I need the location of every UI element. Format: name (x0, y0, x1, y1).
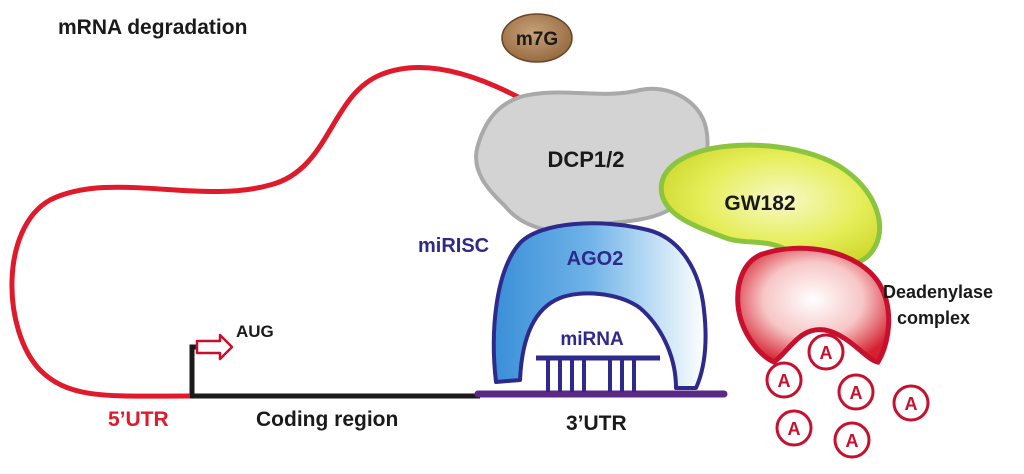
poly-a-bead: A (775, 409, 813, 447)
poly-a-bead: A (807, 333, 845, 371)
mirna-label: miRNA (560, 329, 624, 350)
m7g-label: m7G (516, 29, 558, 50)
deadenylase-label-line1: Deadenylase (883, 282, 993, 302)
aug-label: AUG (236, 322, 274, 341)
poly-a-letter: A (905, 394, 918, 414)
deadenylase-complex (735, 245, 892, 365)
mirna-base-pairs (546, 358, 636, 392)
utr3-label: 3’UTR (566, 412, 627, 435)
poly-a-letter: A (778, 371, 791, 391)
poly-a-bead: A (837, 373, 875, 411)
coding-region-label: Coding region (256, 408, 398, 431)
diagram-title: mRNA degradation (58, 16, 247, 39)
m7g-cap (501, 13, 573, 63)
utr5-label: 5’UTR (108, 408, 169, 431)
dcp-label: DCP1/2 (547, 147, 624, 172)
poly-a-tail: A A A A A A (765, 333, 930, 459)
ago2-label: AGO2 (567, 248, 624, 270)
mrna-5prime-loop (9, 65, 521, 399)
poly-a-bead: A (765, 361, 803, 399)
gw182-label: GW182 (724, 192, 795, 215)
poly-a-bead: A (892, 384, 930, 422)
dcp-complex (474, 86, 710, 233)
poly-a-letter: A (846, 431, 859, 451)
poly-a-letter: A (850, 383, 863, 403)
deadenylase-label-line2: complex (897, 308, 970, 328)
poly-a-bead: A (833, 421, 871, 459)
poly-a-letter: A (788, 419, 801, 439)
poly-a-letter: A (820, 343, 833, 363)
mirisc-label: miRISC (418, 235, 489, 257)
aug-arrow-icon (195, 333, 234, 361)
ago2-protein (491, 221, 708, 390)
